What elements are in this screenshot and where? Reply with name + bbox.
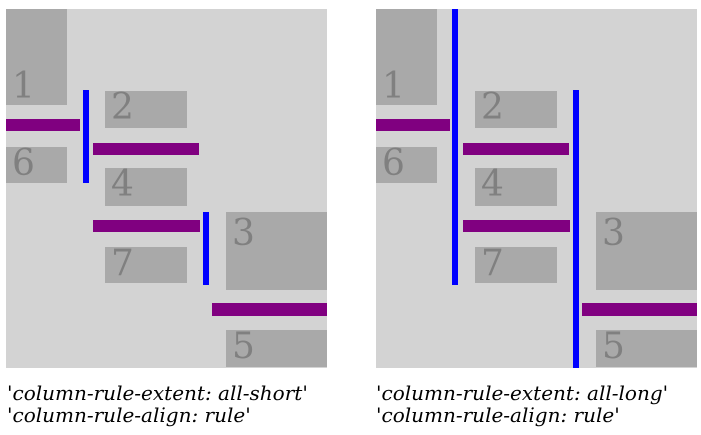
block-number-7: 7 <box>111 243 134 284</box>
content-block-3: 3 <box>596 212 697 290</box>
block-number-1: 1 <box>382 66 405 107</box>
caption-line-2: 'column-rule-align: rule' <box>7 403 251 427</box>
caption-all-short: 'column-rule-extent: all-short' 'column-… <box>7 382 308 426</box>
block-number-1: 1 <box>12 66 35 107</box>
content-block-1: 1 <box>376 9 437 105</box>
content-block-5: 5 <box>226 326 327 367</box>
content-block-6: 6 <box>376 143 437 184</box>
content-block-2: 2 <box>105 87 187 128</box>
block-number-4: 4 <box>111 164 134 205</box>
caption-all-long: 'column-rule-extent: all-long' 'column-r… <box>376 382 668 426</box>
column-rule-vertical-2 <box>203 212 209 285</box>
content-block-2: 2 <box>475 87 557 128</box>
column-rule-vertical-1 <box>83 90 89 183</box>
row-rule-2 <box>93 143 199 155</box>
block-number-3: 3 <box>232 213 255 254</box>
content-block-1: 1 <box>6 9 67 105</box>
content-block-5: 5 <box>596 326 697 367</box>
block-number-6: 6 <box>12 143 35 184</box>
row-rule-3 <box>463 220 570 232</box>
block-number-4: 4 <box>481 164 504 205</box>
content-block-7: 7 <box>105 243 187 284</box>
caption-line-2: 'column-rule-align: rule' <box>376 403 620 427</box>
block-number-5: 5 <box>602 326 625 367</box>
content-block-7: 7 <box>475 243 557 284</box>
block-number-2: 2 <box>481 87 504 128</box>
panel-all-short: 1 6 2 4 7 3 5 <box>6 9 327 368</box>
block-number-7: 7 <box>481 243 504 284</box>
content-block-3: 3 <box>226 212 327 290</box>
caption-line-1: 'column-rule-extent: all-long' <box>376 381 669 405</box>
row-rule-4 <box>582 303 697 316</box>
row-rule-4 <box>212 303 327 316</box>
row-rule-1 <box>376 119 450 131</box>
panel-all-long: 1 6 2 4 7 3 5 <box>376 9 697 368</box>
column-rule-vertical-2 <box>573 90 579 368</box>
content-block-4: 4 <box>105 164 187 206</box>
row-rule-3 <box>93 220 200 232</box>
block-number-2: 2 <box>111 87 134 128</box>
content-block-4: 4 <box>475 164 557 206</box>
row-rule-2 <box>463 143 569 155</box>
block-number-6: 6 <box>382 143 405 184</box>
content-block-6: 6 <box>6 143 67 184</box>
row-rule-1 <box>6 119 80 131</box>
column-rule-vertical-1 <box>452 9 458 285</box>
block-number-3: 3 <box>602 213 625 254</box>
block-number-5: 5 <box>232 326 255 367</box>
caption-line-1: 'column-rule-extent: all-short' <box>7 381 308 405</box>
